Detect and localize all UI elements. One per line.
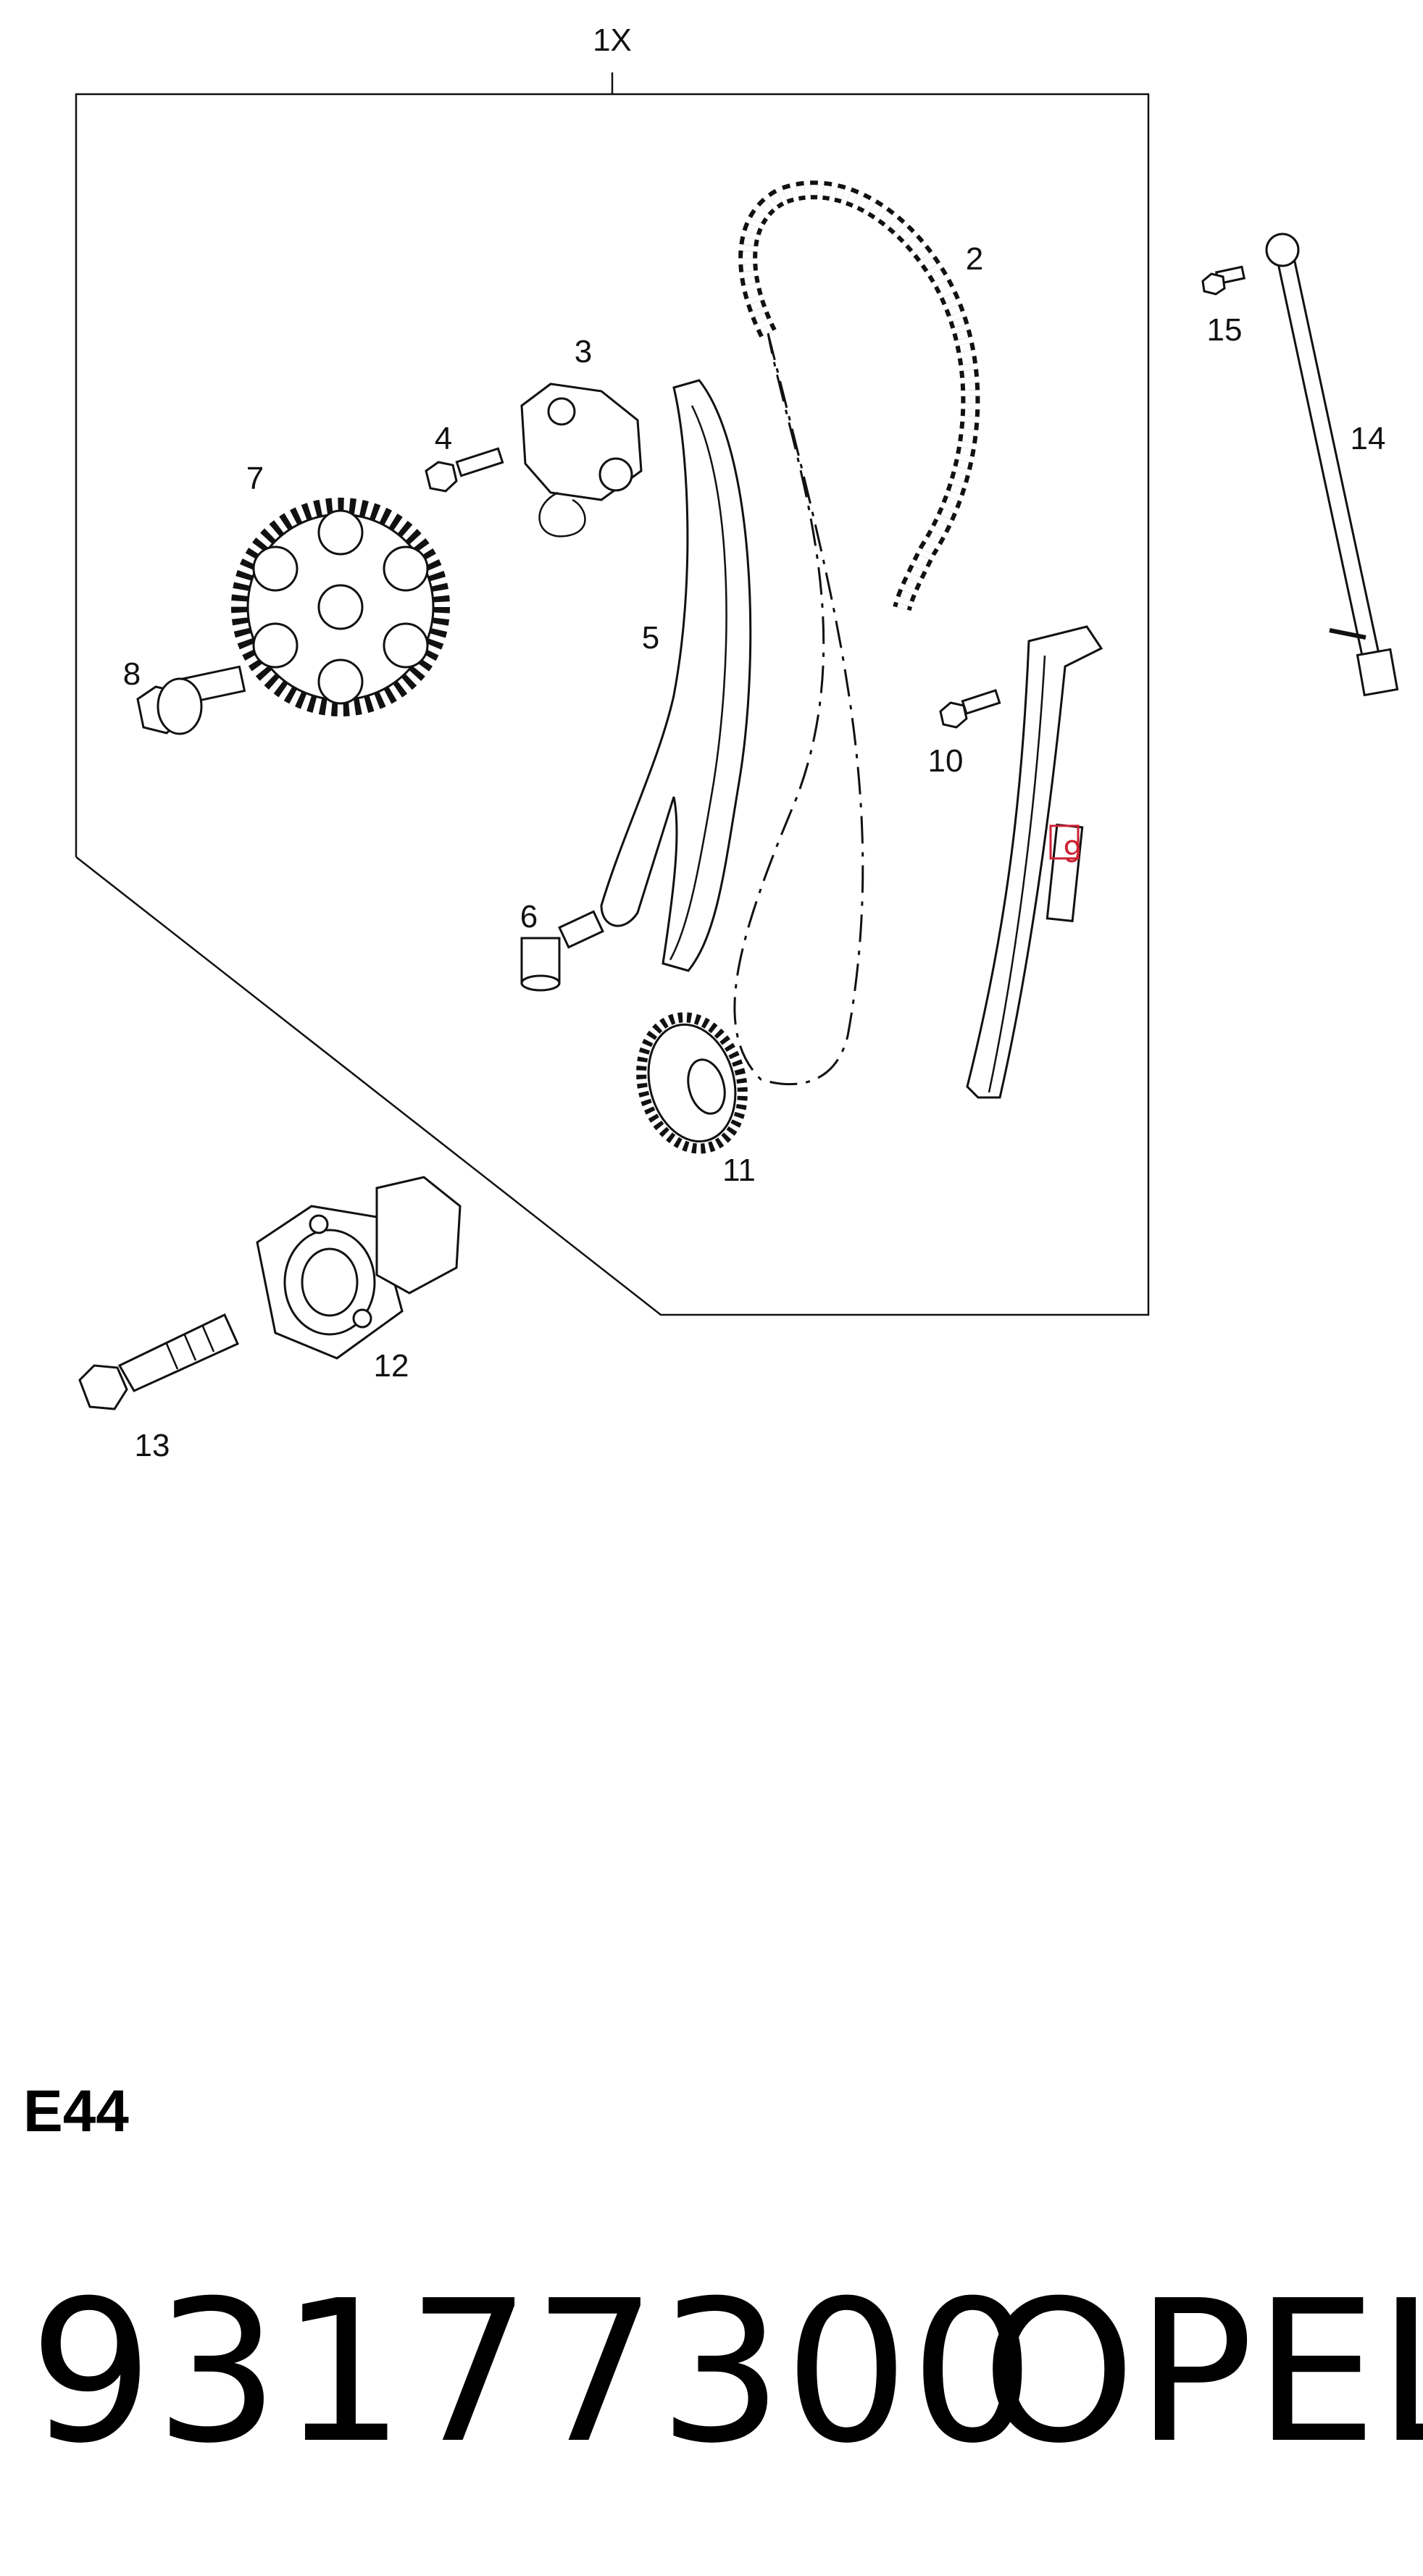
- sprocket-bolt: [136, 665, 246, 735]
- callout-12: 12: [374, 1348, 409, 1384]
- guide-bolt: [939, 689, 1001, 729]
- callout-3: 3: [575, 334, 592, 369]
- callout-14: 14: [1351, 421, 1386, 456]
- crankshaft-sprocket: [636, 1012, 748, 1154]
- callout-6: 6: [520, 899, 538, 934]
- kit-label: 1X: [593, 22, 632, 58]
- callout-7: 7: [246, 461, 264, 496]
- chain-guide-rod: [1265, 233, 1399, 697]
- callout-11: 11: [722, 1153, 756, 1188]
- kit-boundary: [75, 72, 1150, 1316]
- timing-chain-exploded-diagram: 1X 2 3 4 5 6 7 8 9 10 11 12 13 14 15: [75, 22, 1399, 1463]
- brand-name: OPEL: [982, 2258, 1423, 2486]
- fixed-guide-rail: [966, 625, 1103, 1099]
- callout-8: 8: [123, 656, 141, 692]
- callout-13: 13: [135, 1428, 170, 1463]
- rod-bolt: [1201, 265, 1246, 296]
- callout-5: 5: [642, 620, 659, 656]
- chain-tensioner: [520, 382, 643, 538]
- callout-10: 10: [928, 743, 964, 779]
- housing-bolt: [78, 1313, 239, 1410]
- callout-9[interactable]: 9: [1064, 834, 1081, 869]
- section-code: E44: [23, 2078, 129, 2144]
- callout-4: 4: [435, 421, 452, 456]
- part-number: 93177300: [29, 2258, 1037, 2486]
- callout-15: 15: [1207, 312, 1243, 348]
- chain-housing-bearing: [256, 1176, 462, 1360]
- timing-chain: [733, 180, 980, 1086]
- camshaft-sprocket: [231, 498, 450, 716]
- tensioner-guide-rail: [600, 379, 752, 972]
- callout-2: 2: [966, 241, 983, 277]
- guide-pin: [520, 910, 604, 992]
- tensioner-bolt: [425, 447, 504, 493]
